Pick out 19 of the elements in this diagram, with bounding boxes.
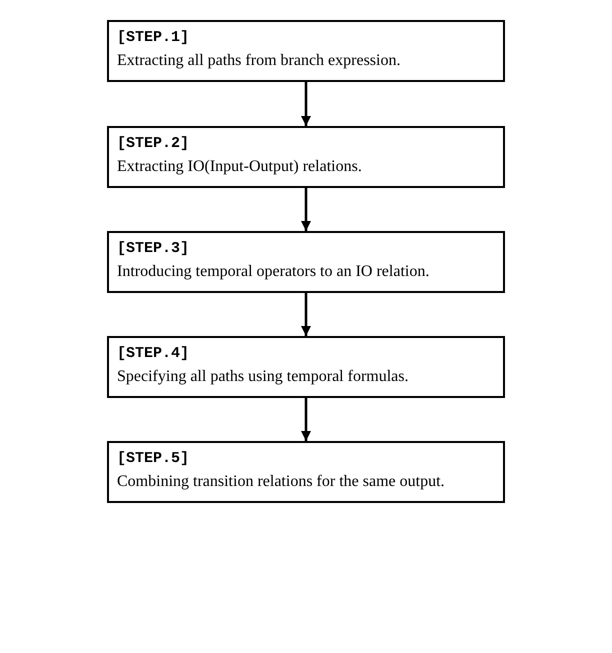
process-box bbox=[107, 441, 505, 503]
arrow bbox=[301, 293, 311, 336]
process-box bbox=[107, 336, 505, 398]
step-description: Extracting IO(Input-Output) relations. bbox=[117, 157, 363, 177]
arrow bbox=[301, 82, 311, 126]
step-heading: [STEP.4] bbox=[117, 344, 190, 364]
step-description: Combining transition relations for the same output. bbox=[117, 472, 446, 492]
process-box bbox=[107, 126, 505, 188]
process-box bbox=[107, 231, 505, 293]
step-heading: [STEP.5] bbox=[117, 449, 190, 469]
step-heading: [STEP.3] bbox=[117, 239, 190, 259]
step-description: Extracting all paths from branch expression. bbox=[117, 51, 402, 71]
step-heading: [STEP.2] bbox=[117, 134, 190, 154]
arrow bbox=[301, 188, 311, 231]
step-description: Introducing temporal operators to an IO relation. bbox=[117, 262, 430, 282]
arrow bbox=[301, 398, 311, 441]
step-heading: [STEP.1] bbox=[117, 28, 190, 48]
process-box bbox=[107, 20, 505, 82]
step-description: Specifying all paths using temporal formulas. bbox=[117, 367, 410, 387]
